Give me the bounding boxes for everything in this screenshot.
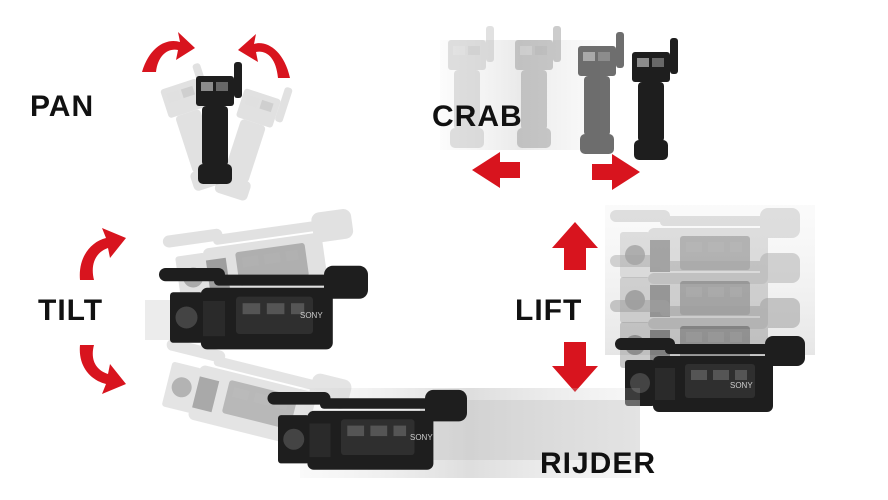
lift-up-arrow-icon (552, 222, 598, 270)
tilt-label: TILT (38, 294, 104, 327)
tilt-camera (159, 265, 368, 350)
tilt-down-curved-arrow-icon (79, 345, 126, 394)
pan-label: PAN (30, 90, 95, 123)
tilt-illustration: SONY (79, 207, 368, 456)
lift-down-arrow-icon (552, 342, 598, 392)
crab-camera (632, 38, 678, 160)
crab-illustration (440, 26, 678, 190)
crab-left-arrow-icon (472, 152, 520, 188)
crab-label: CRAB (432, 100, 523, 133)
tilt-camera-brand: SONY (300, 311, 323, 320)
lift-camera (615, 336, 805, 412)
pan-illustration (142, 32, 294, 205)
pan-left-curved-arrow-icon (142, 32, 195, 72)
rijder-camera-brand: SONY (410, 433, 433, 442)
lift-camera-brand: SONY (730, 381, 753, 390)
rijder-label: RIJDER (540, 447, 657, 480)
crab-right-arrow-icon (592, 154, 640, 190)
lift-label: LIFT (515, 294, 583, 327)
rijder-illustration: SONY (267, 388, 640, 478)
tilt-up-curved-arrow-icon (79, 228, 126, 280)
lift-illustration: SONY (552, 205, 815, 412)
pan-right-curved-arrow-icon (238, 34, 290, 78)
